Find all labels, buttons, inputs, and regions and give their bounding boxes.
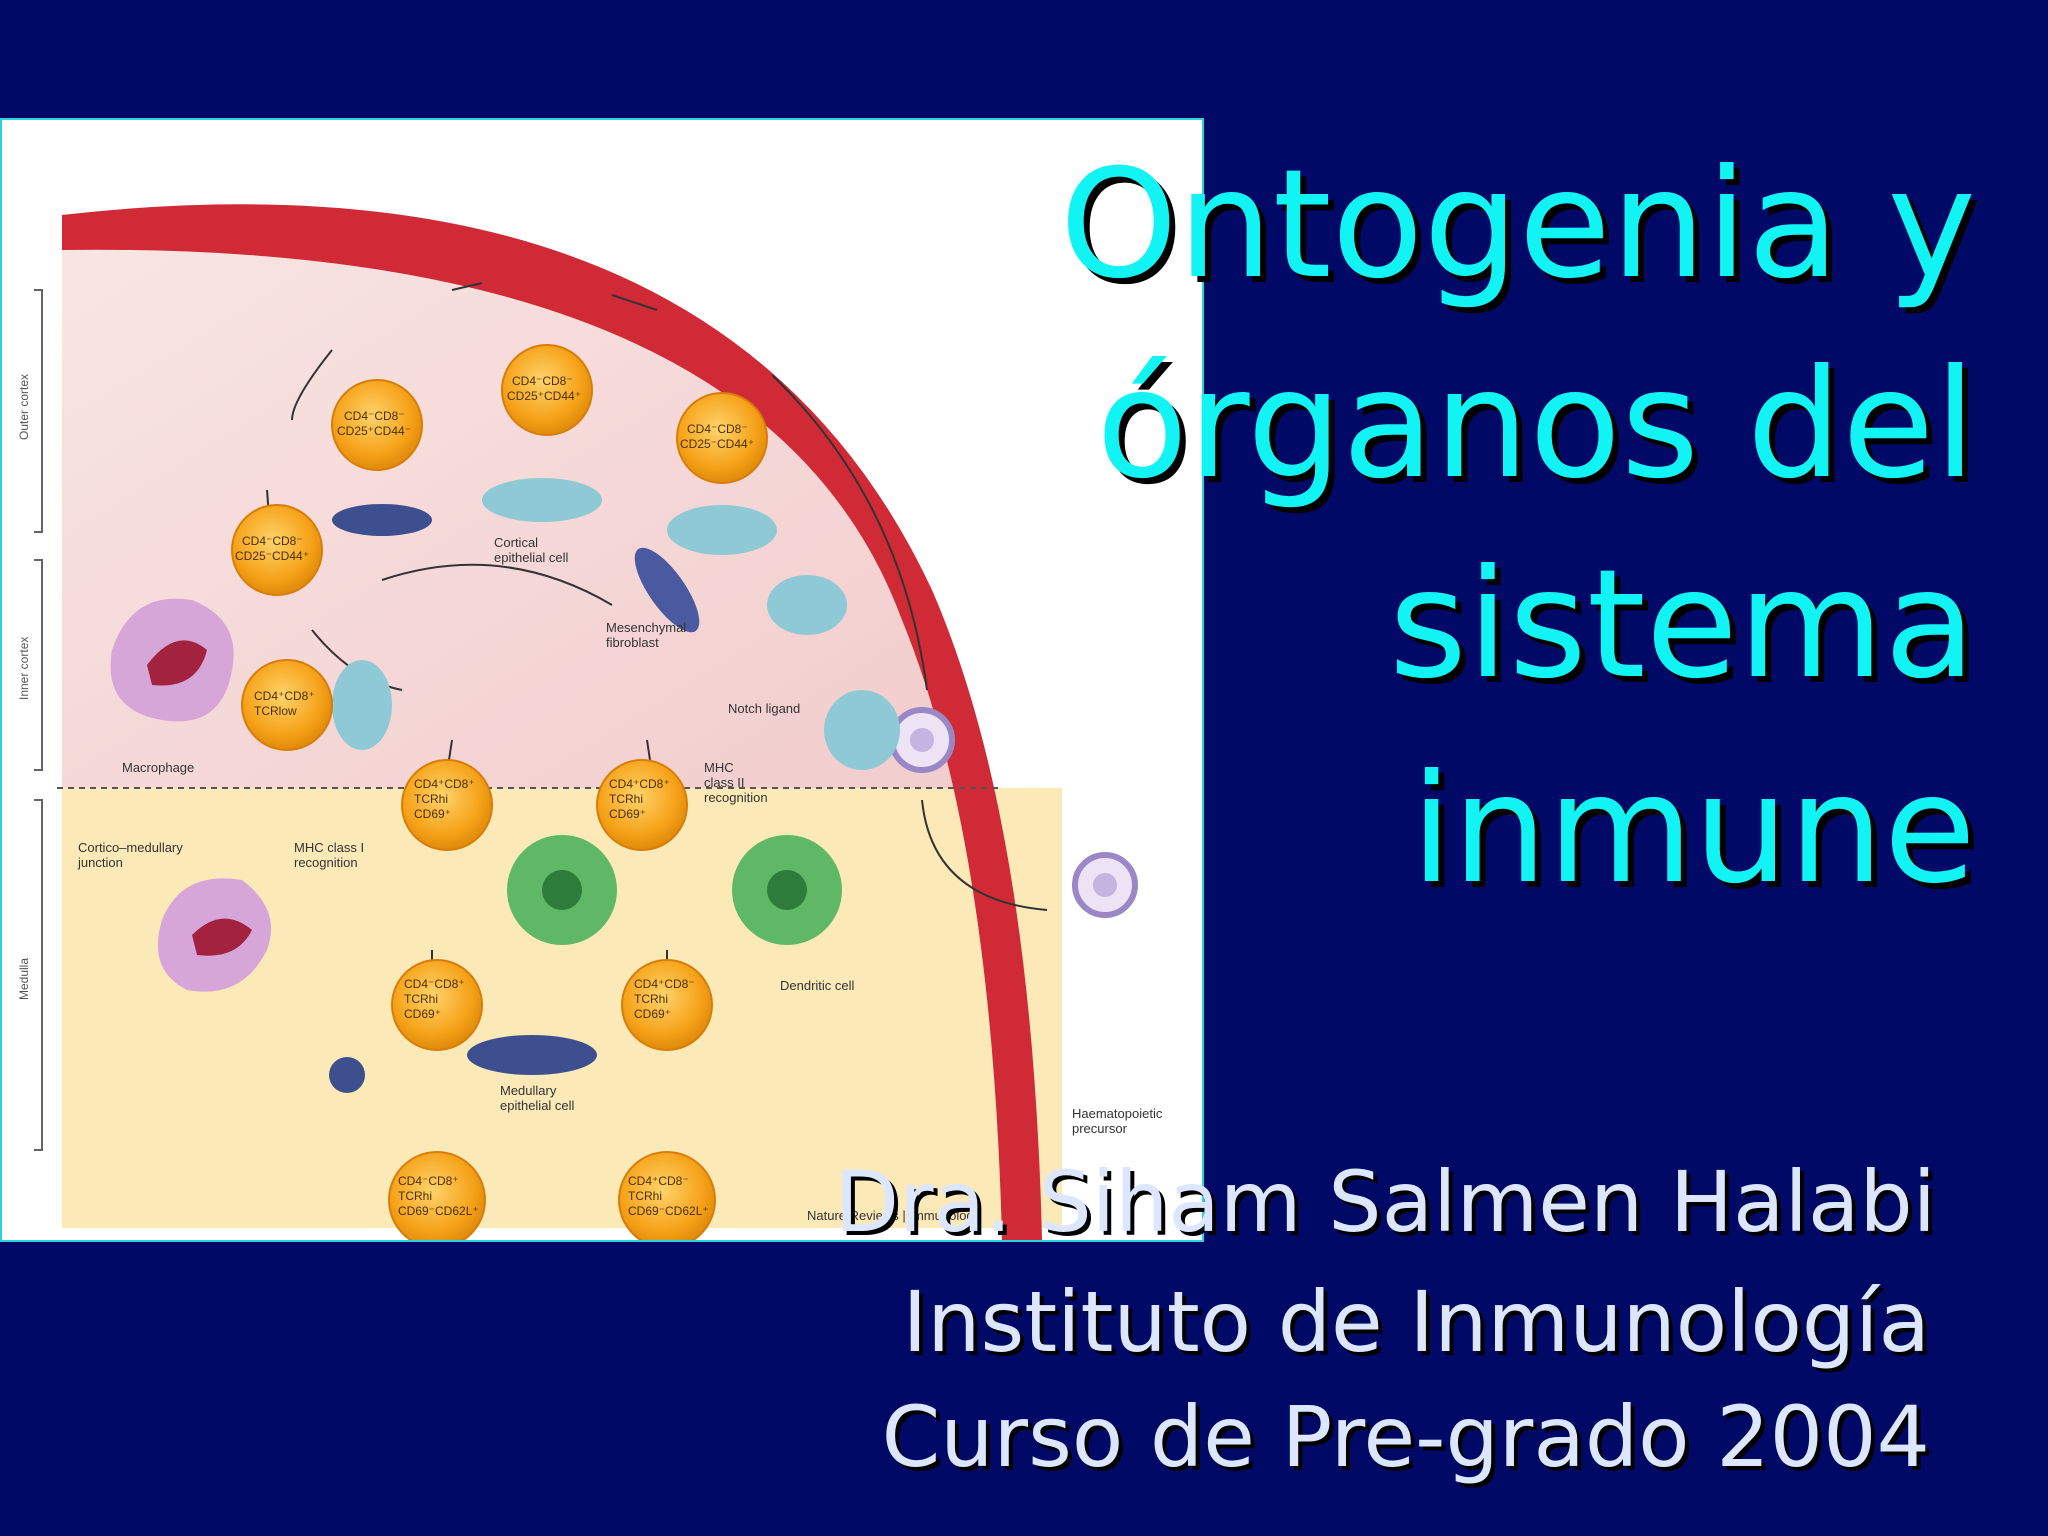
zone-inner-cortex: Inner cortex bbox=[17, 637, 31, 700]
author-name: Dra. Siham Salmen Halabi bbox=[834, 1153, 1936, 1251]
title-line-3: sistema bbox=[1388, 538, 1976, 712]
cell-label: CD4⁻CD8⁻CD25⁻CD44⁺ bbox=[235, 534, 309, 563]
cell-label: CD4⁻CD8⁻CD25⁺CD44⁺ bbox=[507, 374, 581, 403]
title-line-2: órganos del bbox=[1096, 338, 1976, 512]
label-notch-ligand: Notch ligand bbox=[728, 701, 800, 716]
institution: Instituto de Inmunología bbox=[902, 1273, 1930, 1371]
thymus-figure: Outer cortex Inner cortex Medulla bbox=[0, 118, 1204, 1242]
zone-outer-cortex: Outer cortex bbox=[17, 374, 31, 440]
zone-medulla: Medulla bbox=[17, 958, 31, 1000]
label-macrophage: Macrophage bbox=[122, 760, 194, 775]
thymocytes bbox=[231, 344, 768, 1240]
cell-label: CD4⁺CD8⁺TCRlow bbox=[254, 689, 315, 718]
cell-label: CD4⁻CD8⁻CD25⁻CD44⁺ bbox=[680, 422, 754, 451]
cell-label: CD4⁻CD8⁻CD25⁺CD44⁻ bbox=[337, 409, 411, 438]
label-credit: Nature Reviews | Immunology bbox=[807, 1208, 981, 1223]
title-line-4: inmune bbox=[1410, 743, 1976, 917]
thymus-diagram: Outer cortex Inner cortex Medulla bbox=[17, 204, 1163, 1240]
course: Curso de Pre-grado 2004 bbox=[881, 1388, 1930, 1486]
label-dendritic: Dendritic cell bbox=[780, 978, 855, 993]
title-line-1: Ontogenia y bbox=[1059, 138, 1976, 312]
